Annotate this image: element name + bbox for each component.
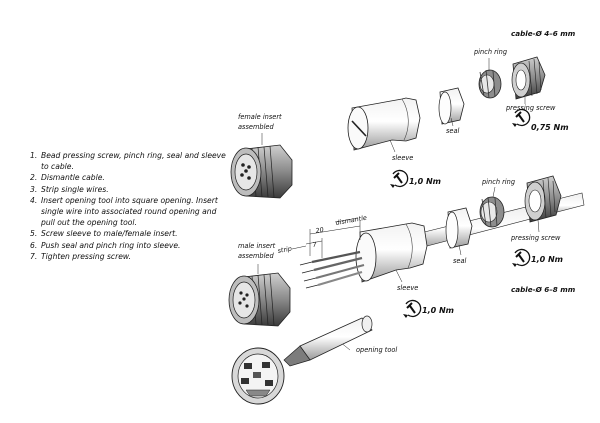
opening-tool-part: [283, 315, 373, 367]
pinch-ring-top-part: [478, 69, 502, 99]
leader-lines-top: [261, 58, 526, 153]
instruction-step-4: 4.Insert opening tool into square openin…: [30, 195, 230, 229]
pinch-ring-mid-label: pinch ring: [481, 178, 515, 186]
instruction-step-3: 3.Strip single wires.: [30, 184, 230, 195]
pressing-screw-mid-part: [524, 175, 562, 223]
step-number: 3.: [30, 184, 38, 194]
sleeve-top-label: sleeve: [392, 154, 413, 162]
seal-mid-label: seal: [453, 257, 467, 265]
seal-top-part: [438, 87, 465, 125]
female-insert-part: [230, 144, 293, 199]
torque-icon-mid-sleeve: [403, 299, 422, 318]
step-number: 1.: [30, 151, 38, 160]
step-text: Tighten pressing screw.: [41, 251, 132, 261]
male-insert-label-2: assembled: [238, 252, 274, 260]
step-number: 4.: [30, 195, 38, 205]
seal-mid-part: [445, 207, 473, 249]
opening-tool-label: opening tool: [356, 346, 397, 354]
step-text: Strip single wires.: [41, 184, 109, 194]
step-number: 5.: [30, 229, 38, 239]
pinch-ring-mid-part: [479, 196, 505, 228]
insert-face-detail: [231, 347, 285, 405]
instruction-step-2: 2.Dismantle cable.: [30, 172, 230, 183]
pressing-screw-top-label: pressing screw: [505, 104, 556, 112]
step-number: 7.: [30, 251, 38, 261]
torque-mid-sleeve-value: 1,0 Nm: [422, 306, 454, 315]
dismantle-label: dismantle: [335, 214, 368, 227]
step-text: Dismantle cable.: [41, 173, 105, 183]
strip-label: strip: [277, 245, 292, 255]
step-number: 2.: [30, 173, 38, 183]
torque-icon-mid-screw: [512, 248, 531, 267]
male-insert-part: [228, 272, 291, 327]
instruction-step-5: 5.Screw sleeve to male/female insert.: [30, 228, 230, 239]
step-number: 6.: [30, 240, 38, 250]
dimension-20-label: 20: [315, 226, 324, 235]
sleeve-top-part: [347, 97, 421, 151]
torque-icon-top-sleeve: [390, 169, 409, 188]
dimension-7-label: 7: [312, 240, 317, 249]
cable-size-large-label: cable-Ø 6–8 mm: [511, 285, 576, 294]
step-text: Push seal and pinch ring into sleeve.: [41, 240, 181, 250]
torque-top-screw-value: 0,75 Nm: [531, 123, 569, 132]
instruction-step-1: 1.Bead pressing screw, pinch ring, seal …: [30, 150, 230, 172]
stripped-wires: [299, 250, 365, 289]
seal-top-label: seal: [446, 127, 460, 135]
female-insert-label-2: assembled: [238, 123, 274, 131]
cable-size-small-label: cable-Ø 4–6 mm: [511, 29, 576, 38]
torque-top-sleeve-value: 1,0 Nm: [409, 177, 441, 186]
female-insert-label-1: female insert: [238, 113, 282, 121]
step-text: Insert opening tool into square opening.…: [41, 195, 218, 228]
torque-icon-top-screw: [512, 108, 531, 127]
step-text: Screw sleeve to male/female insert.: [41, 229, 178, 239]
sleeve-mid-part: [355, 222, 428, 283]
torque-mid-screw-value: 1,0 Nm: [531, 255, 563, 264]
sleeve-mid-label: sleeve: [397, 284, 418, 292]
pressing-screw-top-part: [511, 56, 546, 100]
strip-dimensions: [291, 217, 361, 258]
pressing-screw-mid-label: pressing screw: [510, 234, 561, 242]
instruction-list: 1.Bead pressing screw, pinch ring, seal …: [30, 150, 230, 262]
step-text: Bead pressing screw, pinch ring, seal an…: [41, 151, 226, 172]
instruction-step-7: 7.Tighten pressing screw.: [30, 251, 230, 262]
male-insert-label-1: male insert: [238, 242, 276, 250]
instruction-step-6: 6.Push seal and pinch ring into sleeve.: [30, 240, 230, 251]
pinch-ring-top-label: pinch ring: [473, 48, 507, 56]
